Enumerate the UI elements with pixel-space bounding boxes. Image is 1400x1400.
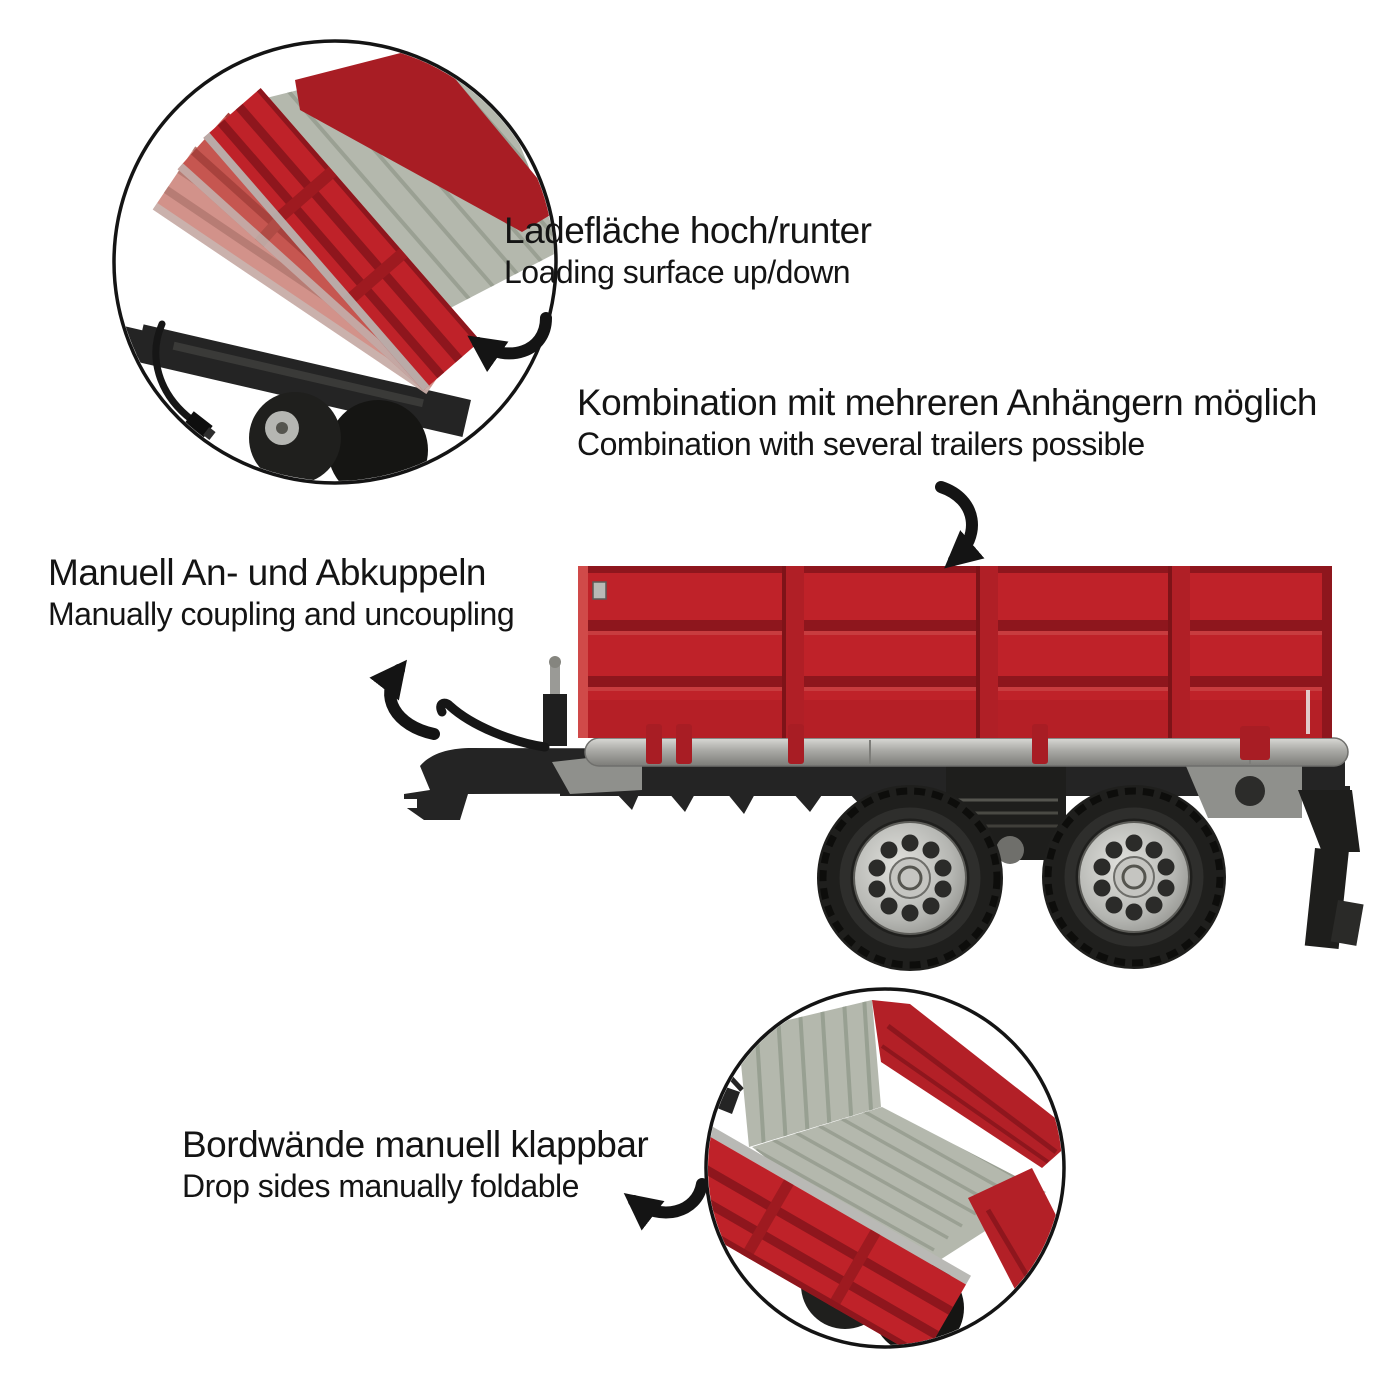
power-cable [152, 320, 196, 424]
drop-sides-arrow-icon [623, 1178, 708, 1231]
annotation-drop-sides-de: Bordwände manuell klappbar [182, 1124, 649, 1165]
front-wheel [817, 785, 1003, 971]
cable-plug [183, 411, 216, 440]
annotation-coupling: Manuell An- und Abkuppeln Manually coupl… [48, 551, 515, 633]
rear-drop-side [968, 1168, 1062, 1330]
trailer-box [578, 566, 1332, 764]
annotation-coupling-de: Manuell An- und Abkuppeln [48, 552, 487, 593]
inset-ring [704, 987, 1066, 1349]
loading-surface-arrow-icon [467, 312, 552, 373]
annotation-combination: Kombination mit mehreren Anhängern mögli… [577, 381, 1317, 463]
inset-drop-side-folded [704, 987, 1066, 1349]
annotation-combination-en: Combination with several trailers possib… [577, 426, 1145, 462]
annotation-loading-surface-de: Ladefläche hoch/runter [504, 210, 872, 251]
rear-wheel [1042, 785, 1226, 969]
coupling-arrow-icon [369, 659, 440, 740]
annotation-loading-surface-en: Loading surface up/down [504, 254, 851, 290]
annotation-coupling-en: Manually coupling and uncoupling [48, 596, 515, 632]
coupling-pin [543, 656, 567, 746]
inset-loading-surface-tipped [112, 39, 558, 485]
annotation-combination-de: Kombination mit mehreren Anhängern mögli… [577, 382, 1317, 423]
raised-side-board [203, 88, 481, 391]
annotation-drop-sides: Bordwände manuell klappbar Drop sides ma… [182, 1123, 649, 1205]
combination-arrow-icon [935, 481, 985, 569]
tipping-rail [584, 737, 1349, 767]
inset-ring [112, 39, 558, 485]
annotation-loading-surface: Ladefläche hoch/runter Loading surface u… [504, 209, 872, 291]
main-trailer-photo [404, 566, 1364, 971]
folded-drop-side [708, 1122, 972, 1345]
box-latch [592, 581, 607, 600]
coupling-hook [436, 698, 550, 752]
annotation-drop-sides-en: Drop sides manually foldable [182, 1168, 579, 1204]
rear-bumper [1298, 790, 1364, 950]
